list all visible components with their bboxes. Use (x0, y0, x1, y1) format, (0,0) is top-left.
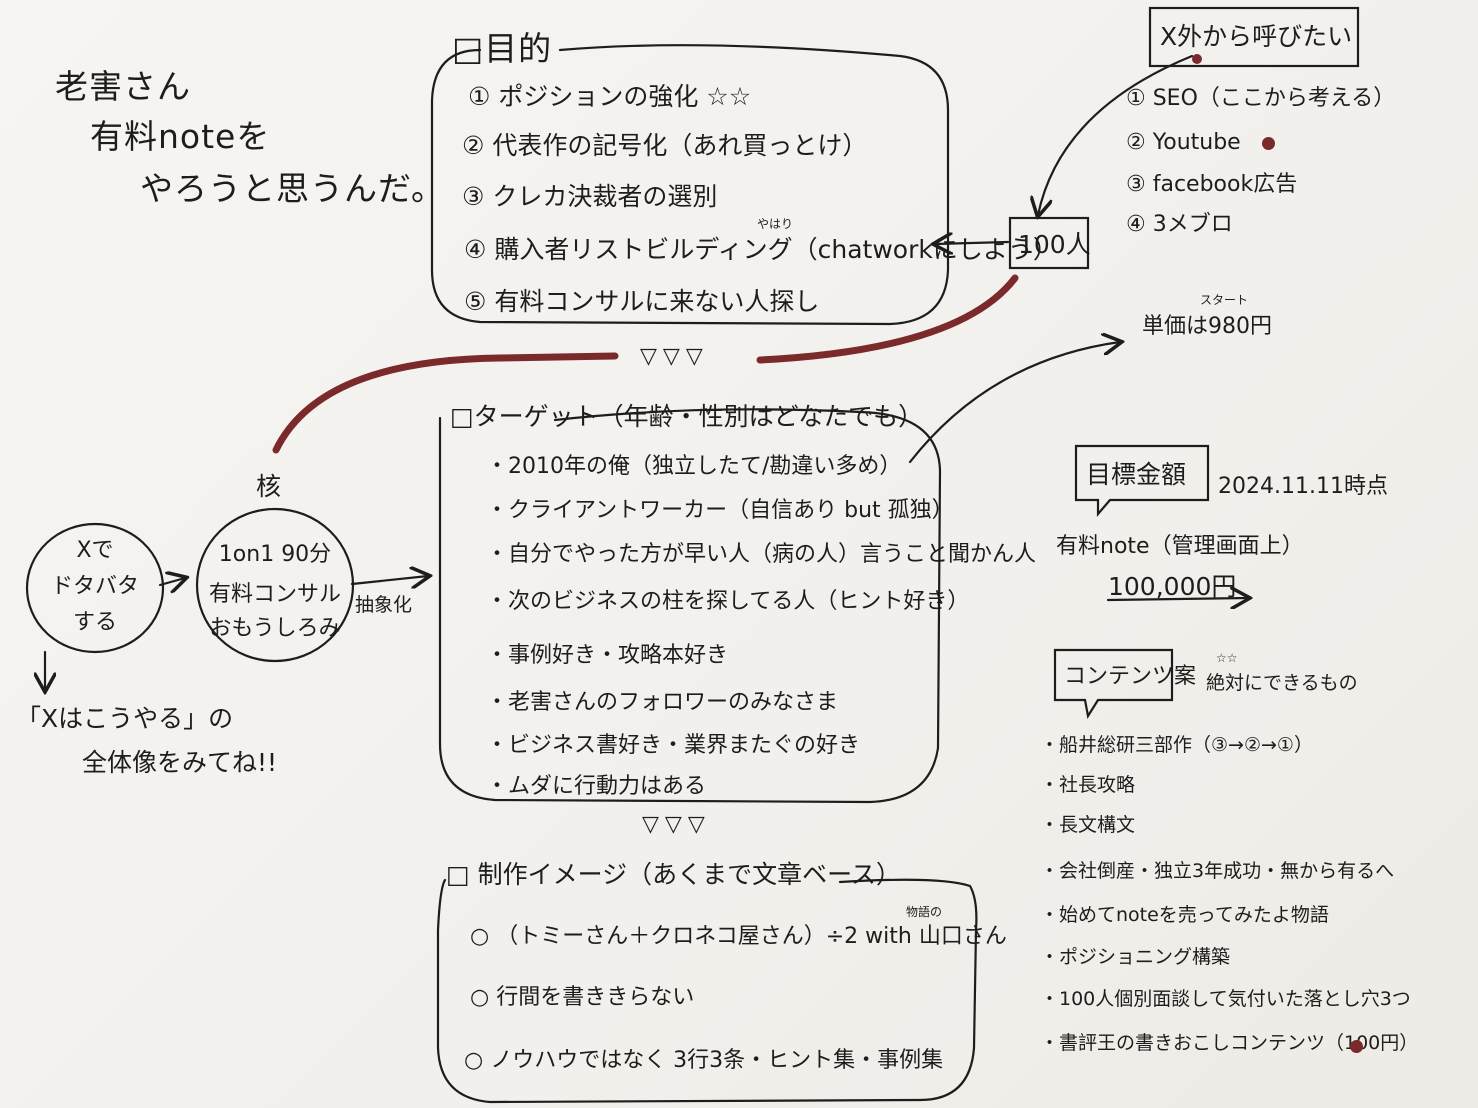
content-item-1: ・船井総研三部作（③→②→①） (1040, 734, 1313, 756)
content-item-2: ・社長攻略 (1040, 774, 1136, 796)
content-plan-box (1053, 648, 1174, 719)
purpose-item-3: ③ クレカ決裁者の選別 (462, 182, 718, 211)
x-node-circle (25, 522, 165, 654)
x-node-line-3: する (72, 610, 117, 635)
production-heading: □ 制作イメージ（あくまで文章ベース） (446, 860, 901, 889)
outside-x-item-3: ③ facebook広告 (1126, 172, 1298, 197)
title-line-2: 有料noteを (90, 117, 271, 156)
goal-box (1074, 444, 1210, 517)
content-item-4: ・会社倒産・独立3年成功・無から有るへ (1040, 860, 1395, 882)
triangles-to-100-curve (756, 274, 1019, 364)
outside-x-heading: X外から呼びたい (1160, 22, 1353, 51)
youtube-marker (1262, 137, 1275, 150)
core-to-triangles-curve (272, 352, 619, 454)
purpose-item-2: ② 代表作の記号化（あれ買っとけ） (462, 131, 868, 160)
core-line-2: 有料コンサル (208, 582, 341, 607)
core-line-1: 1on1 90分 (218, 542, 332, 567)
outside-x-item-2: ② Youtube (1126, 130, 1241, 155)
goal-line-1: 有料note（管理画面上） (1056, 534, 1304, 559)
target-item-5: ・事例好き・攻略本好き (486, 643, 729, 668)
purpose-item-4: ④ 購入者リストビルディング（chatworkにしよう） (464, 235, 1058, 264)
target-item-6: ・老害さんのフォロワーのみなさま (486, 690, 839, 715)
target-item-4: ・次のビジネスの柱を探してる人（ヒント好き） (486, 589, 970, 614)
x-node-line-2: ドタバタ (50, 574, 139, 599)
outside-x-marker (1192, 54, 1202, 64)
content-item-5: ・始めてnoteを売ってみたよ物語 (1040, 904, 1329, 926)
target-to-price-arrow (908, 342, 1120, 464)
purpose-box (430, 44, 950, 326)
content-item-8: ・書評王の書きおこしコンテンツ（100円） (1040, 1032, 1419, 1054)
title-line-1: 老害さん (55, 67, 191, 106)
target-heading: □ターゲット（年齢・性別はどなたでも） (450, 402, 924, 431)
content-plan-label: コンテンツ案 (1064, 664, 1197, 689)
goal-date: 2024.11.11時点 (1218, 474, 1388, 499)
purpose-annotation: やはり (757, 217, 794, 231)
abstraction-label: 抽象化 (355, 594, 413, 616)
target-item-3: ・自分でやった方が早い人（病の人）言うこと聞かん人 (486, 542, 1037, 567)
core-label: 核 (256, 472, 282, 501)
production-item-3: ○ ノウハウではなく 3行3条・ヒント集・事例集 (464, 1048, 944, 1073)
purpose-heading: □目的 (452, 29, 553, 68)
target-item-2: ・クライアントワーカー（自信あり but 孤独） (486, 498, 954, 523)
goal-line-2: 100,000円 (1108, 572, 1237, 601)
x-plan-line-2: 全体像をみてね!! (82, 748, 278, 777)
x-to-100-arrow (1038, 54, 1194, 215)
purpose-item-5: ⑤ 有料コンサルに来ない人探し (464, 287, 820, 316)
x-plan-line-1: 「Xはこうやる」の (16, 704, 234, 733)
production-annotation: 物語の (906, 905, 943, 919)
triangles-top: ▽▽▽ (640, 344, 709, 369)
target-item-7: ・ビジネス書好き・業界またぐの好き (486, 733, 861, 758)
outside-x-item-1: ① SEO（ここから考える） (1126, 86, 1396, 111)
goal-underline-arrow (1106, 598, 1248, 600)
100-to-purpose-arrow (935, 242, 1010, 244)
content-plan-stars: ☆☆ (1216, 651, 1238, 665)
target-item-1: ・2010年の俺（独立したて/勘違い多め） (486, 454, 902, 479)
content-item-8-marker (1350, 1040, 1363, 1053)
outside-x-box (1148, 6, 1360, 68)
title-line-3: やろうと思うんだ。 (140, 169, 446, 208)
content-item-7: ・100人個別面談して気付いた落とし穴3つ (1040, 988, 1411, 1010)
production-box (436, 878, 978, 1104)
purpose-item-1: ① ポジションの強化 ☆☆ (468, 82, 752, 111)
content-item-3: ・長文構文 (1040, 814, 1136, 836)
hundred-label: 100人 (1018, 230, 1091, 259)
core-to-target-arrow (350, 576, 428, 584)
production-item-1: ○ （トミーさん＋クロネコ屋さん）÷2 with 山口さん (470, 924, 1007, 949)
price-label: 単価は980円 (1142, 314, 1272, 339)
production-item-2: ○ 行間を書ききらない (470, 985, 695, 1010)
price-annotation: スタート (1200, 293, 1249, 307)
target-item-8: ・ムダに行動力はある (486, 774, 707, 799)
content-item-6: ・ポジショニング構築 (1040, 946, 1231, 968)
core-line-3: おもうしろみ (209, 616, 341, 641)
content-plan-note: 絶対にできるもの (1206, 672, 1358, 694)
triangles-bottom: ▽▽▽ (642, 812, 711, 837)
target-box (438, 408, 942, 804)
x-node-line-1: Xで (76, 538, 114, 563)
outside-x-item-4: ④ 3メブロ (1126, 212, 1233, 237)
goal-label: 目標金額 (1086, 460, 1187, 489)
x-to-core-arrow (158, 578, 185, 585)
